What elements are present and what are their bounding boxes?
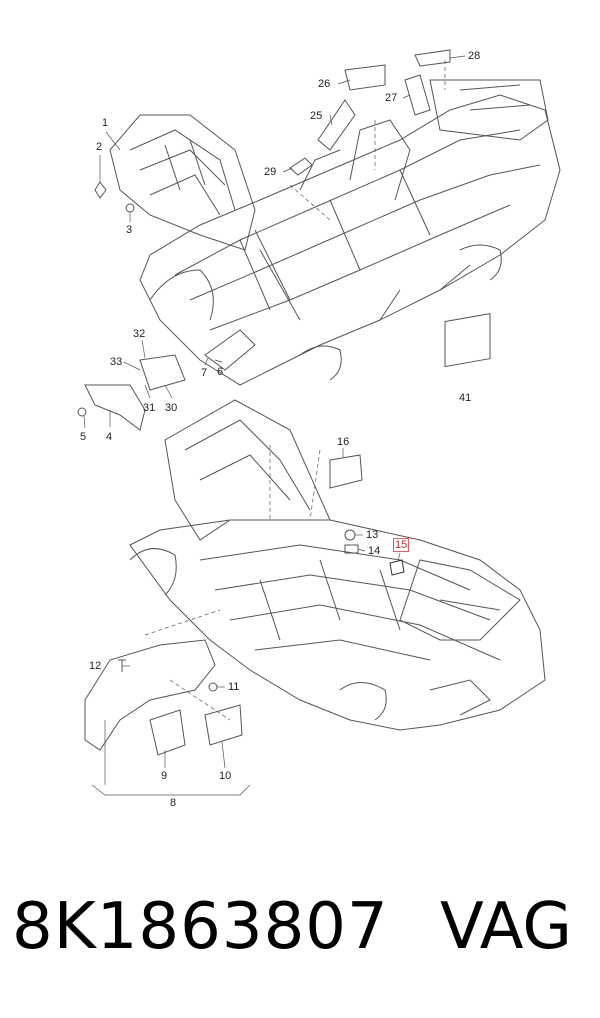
callout-1: 1 xyxy=(102,117,109,129)
brand-label: VAG xyxy=(440,890,572,964)
car-body-illustration xyxy=(77,49,561,796)
upper-hood xyxy=(109,114,256,251)
part-14-clip xyxy=(344,544,359,554)
part-41-label xyxy=(444,313,491,368)
callout-6: 6 xyxy=(217,366,224,378)
callout-26: 26 xyxy=(318,78,331,90)
callout-10: 10 xyxy=(219,770,232,782)
callout-9: 9 xyxy=(161,770,168,782)
callout-31: 31 xyxy=(143,402,156,414)
part-25-trim xyxy=(317,99,356,151)
part-26-cover xyxy=(344,64,386,91)
part-8-sound-insulation xyxy=(84,639,216,751)
callout-41: 41 xyxy=(459,392,472,404)
callout-27: 27 xyxy=(385,92,398,104)
part-4-panel xyxy=(84,384,146,431)
upper-car-body xyxy=(139,79,561,386)
callout-29: 29 xyxy=(264,166,277,178)
callout-14: 14 xyxy=(368,545,381,557)
part-3-plug xyxy=(125,203,135,213)
part-13-plug xyxy=(344,529,356,541)
callout-2: 2 xyxy=(96,141,103,153)
lower-car-body xyxy=(129,519,546,731)
part-10-panel xyxy=(204,704,243,746)
callout-4: 4 xyxy=(106,431,113,443)
callout-8: 8 xyxy=(170,797,177,809)
part-2-clip xyxy=(94,181,107,199)
part-5-washer xyxy=(77,407,87,417)
callout-33: 33 xyxy=(110,356,123,368)
callout-11: 11 xyxy=(228,681,240,693)
part-16-bracket xyxy=(329,454,363,489)
part-11-washer xyxy=(208,682,218,692)
part-number: 8K1863807 xyxy=(12,890,389,964)
leader-lines xyxy=(83,55,466,796)
reference-lines xyxy=(144,60,446,721)
part-30-bracket xyxy=(139,354,186,391)
part-15-bracket xyxy=(389,559,405,576)
callout-30: 30 xyxy=(165,402,178,414)
parts-diagram: 1 2 3 4 5 6 7 8 9 10 11 12 13 14 15 16 2… xyxy=(77,49,561,809)
part-27-trim xyxy=(404,74,431,116)
part-9-panel xyxy=(149,709,186,756)
callout-15-highlighted: 15 xyxy=(393,538,410,552)
callout-5: 5 xyxy=(80,431,87,443)
callout-16: 16 xyxy=(337,436,350,448)
callout-32: 32 xyxy=(133,328,146,340)
callout-25: 25 xyxy=(310,110,323,122)
part-info-footer: 8K1863807 VAG xyxy=(0,890,600,980)
part-6-bracket xyxy=(204,329,256,371)
callout-13: 13 xyxy=(366,529,379,541)
lower-hood xyxy=(164,399,331,541)
part-29-pad xyxy=(289,157,313,176)
callout-7: 7 xyxy=(201,367,208,379)
callout-12: 12 xyxy=(89,660,102,672)
callout-28: 28 xyxy=(468,50,481,62)
callout-3: 3 xyxy=(126,224,133,236)
part-28-cover xyxy=(414,49,451,67)
